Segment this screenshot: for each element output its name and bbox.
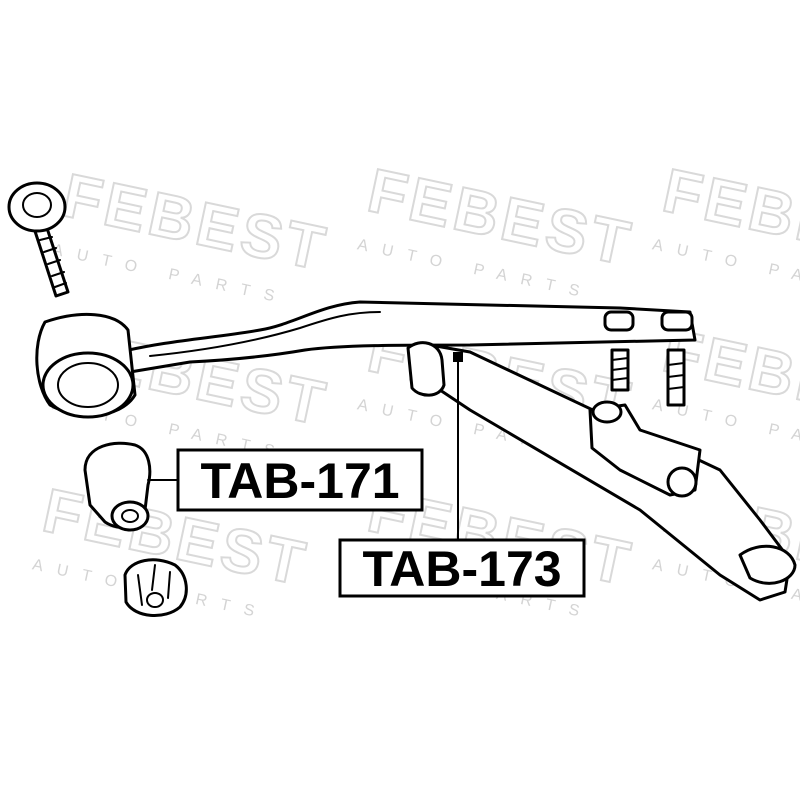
leader-marker-tab-173 — [453, 352, 463, 362]
bushing-tab-171-part — [83, 441, 152, 532]
control-arm-part — [35, 300, 797, 602]
leader-lines — [147, 352, 463, 541]
bolt-part — [7, 181, 70, 298]
bushing-small-part — [123, 558, 188, 618]
label-tab-171-text: TAB-171 — [200, 453, 399, 509]
label-tab-171: TAB-171 — [176, 448, 424, 512]
label-tab-173: TAB-173 — [338, 538, 586, 598]
label-tab-173-text: TAB-173 — [362, 541, 561, 597]
